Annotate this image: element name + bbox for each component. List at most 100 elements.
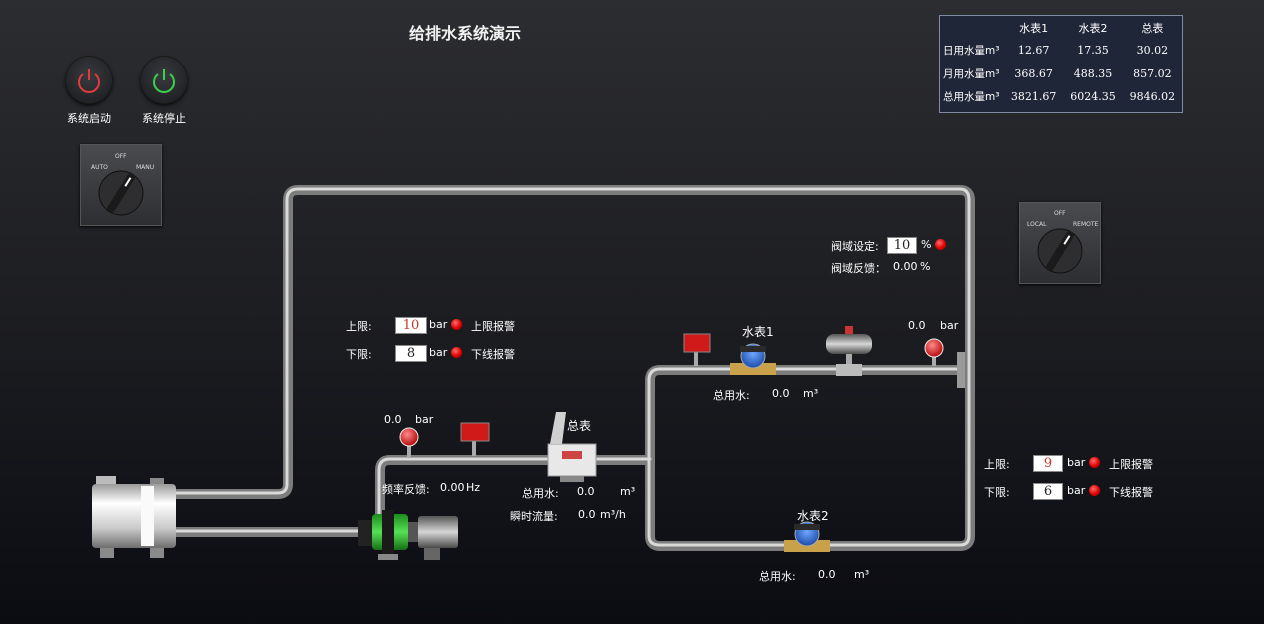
frequency-feedback-label: 频率反馈:: [382, 483, 430, 496]
upper-alarm-led-left: [451, 319, 462, 330]
lower-limit-unit-left: bar: [429, 346, 448, 359]
upper-alarm-label-right: 上限报警: [1109, 458, 1153, 471]
upper-limit-unit-right: bar: [1067, 456, 1086, 469]
control-valve: [826, 326, 872, 376]
upper-alarm-led-right: [1089, 457, 1100, 468]
table-header: 水表1: [1019, 21, 1049, 35]
valve-alarm-led: [935, 239, 946, 250]
frequency-feedback-unit: Hz: [466, 481, 481, 494]
meter2-total-label: 总用水:: [759, 570, 796, 583]
table-cell: 3821.67: [1010, 90, 1057, 103]
selector-label-auto: AUTO: [91, 164, 108, 171]
rotary-knob-icon: [1037, 228, 1083, 274]
meter1-total-value: 0.0: [772, 387, 790, 400]
frequency-feedback-value: 0.00: [440, 481, 465, 494]
lower-alarm-led-right: [1089, 485, 1100, 496]
lower-limit-unit-right: bar: [1067, 484, 1086, 497]
water-tank: [92, 476, 176, 558]
meter2-name: 水表2: [797, 509, 829, 523]
table-cell: 30.02: [1136, 44, 1169, 57]
table-cell: 6024.35: [1070, 90, 1116, 103]
pressure-transmitter-left: [460, 422, 490, 456]
upper-alarm-label-left: 上限报警: [471, 320, 515, 333]
page-title: 给排水系统演示: [408, 24, 521, 43]
lower-alarm-led-left: [451, 347, 462, 358]
valve-feedback-value: 0.00: [893, 260, 918, 273]
mode-selector-local-remote[interactable]: LOCAL OFF REMOTE: [1019, 202, 1101, 284]
table-cell: 12.67: [1017, 44, 1050, 57]
table-row: 日用水量m³ 12.67 17.35 30.02: [940, 39, 1182, 62]
lower-limit-input-right[interactable]: 6: [1033, 483, 1063, 500]
selector-label-manu: MANU: [136, 164, 155, 171]
main-meter-total-label: 总用水:: [522, 487, 559, 500]
system-stop-button[interactable]: [141, 57, 187, 103]
row-label: 总用水量m³: [943, 91, 1000, 103]
water-usage-table: 水表1 水表2 总表 日用水量m³ 12.67 17.35 30.02 月用水量…: [939, 15, 1183, 113]
main-meter-total-value: 0.0: [577, 485, 595, 498]
upper-limit-input-left[interactable]: 10: [395, 317, 427, 334]
table-cell: 17.35: [1077, 44, 1109, 57]
valve-setpoint-unit: %: [921, 238, 932, 251]
meter1-total-label: 总用水:: [713, 389, 750, 402]
table-header-row: 水表1 水表2 总表: [940, 16, 1182, 39]
power-icon: [78, 69, 100, 93]
main-meter-name: 总表: [567, 419, 592, 433]
lower-alarm-label-left: 下线报警: [471, 348, 515, 361]
table-cell: 9846.02: [1129, 90, 1176, 103]
table-cell: 488.35: [1073, 67, 1113, 80]
power-icon: [153, 69, 175, 93]
row-label: 月用水量m³: [943, 68, 1000, 80]
pressure-value-left: 0.0: [384, 413, 402, 426]
meter2-total-value: 0.0: [818, 568, 836, 581]
pressure-gauge-right: [924, 338, 944, 366]
meter1-name: 水表1: [742, 325, 774, 339]
pipe-tee: [957, 352, 965, 388]
upper-limit-input-right[interactable]: 9: [1033, 455, 1063, 472]
mode-selector-auto-manu[interactable]: AUTO OFF MANU: [80, 144, 162, 226]
selector-label-off: OFF: [115, 153, 127, 160]
table-row: 月用水量m³ 368.67 488.35 857.02: [940, 62, 1182, 85]
pump: [358, 510, 458, 560]
table-header: 总表: [1141, 21, 1164, 35]
upper-limit-label-left: 上限:: [346, 320, 372, 333]
rotary-knob-icon: [98, 170, 144, 216]
pressure-gauge-left: [399, 427, 419, 458]
table-header: 水表2: [1078, 21, 1108, 35]
table-cell: 857.02: [1133, 67, 1172, 80]
valve-setpoint-label: 阀域设定:: [831, 240, 879, 253]
water-meter-1-device: [730, 343, 776, 375]
pressure-unit-left: bar: [415, 413, 434, 426]
lower-limit-label-left: 下限:: [346, 348, 372, 361]
lower-alarm-label-right: 下线报警: [1109, 486, 1153, 499]
selector-label-local: LOCAL: [1027, 221, 1047, 228]
pressure-transmitter-branch: [683, 333, 711, 366]
row-label: 日用水量m³: [943, 45, 1000, 57]
meter1-total-unit: m³: [803, 387, 819, 400]
upper-limit-unit-left: bar: [429, 318, 448, 331]
lower-limit-input-left[interactable]: 8: [395, 345, 427, 362]
valve-feedback-label: 阀域反馈：: [831, 262, 886, 275]
pressure-unit-right: bar: [940, 319, 959, 332]
table-row: 总用水量m³ 3821.67 6024.35 9846.02: [940, 85, 1182, 108]
main-flow-meter: [547, 412, 597, 482]
main-meter-total-unit: m³: [620, 485, 636, 498]
upper-limit-label-right: 上限:: [984, 458, 1010, 471]
selector-label-off: OFF: [1054, 210, 1066, 217]
instant-flow-unit: m³/h: [600, 508, 626, 521]
system-start-label: 系统启动: [67, 112, 111, 125]
lower-limit-label-right: 下限:: [984, 486, 1010, 499]
table-cell: 368.67: [1014, 67, 1053, 80]
system-stop-label: 系统停止: [142, 112, 186, 125]
valve-setpoint-input[interactable]: 10: [887, 237, 917, 254]
instant-flow-label: 瞬时流量:: [510, 510, 558, 523]
table-header: [940, 16, 1004, 39]
meter2-total-unit: m³: [854, 568, 870, 581]
pressure-value-right: 0.0: [908, 319, 926, 332]
water-meter-2-device: [784, 521, 830, 552]
system-start-button[interactable]: [66, 57, 112, 103]
instant-flow-value: 0.0: [578, 508, 596, 521]
valve-feedback-unit: %: [920, 260, 931, 273]
selector-label-remote: REMOTE: [1073, 221, 1099, 228]
